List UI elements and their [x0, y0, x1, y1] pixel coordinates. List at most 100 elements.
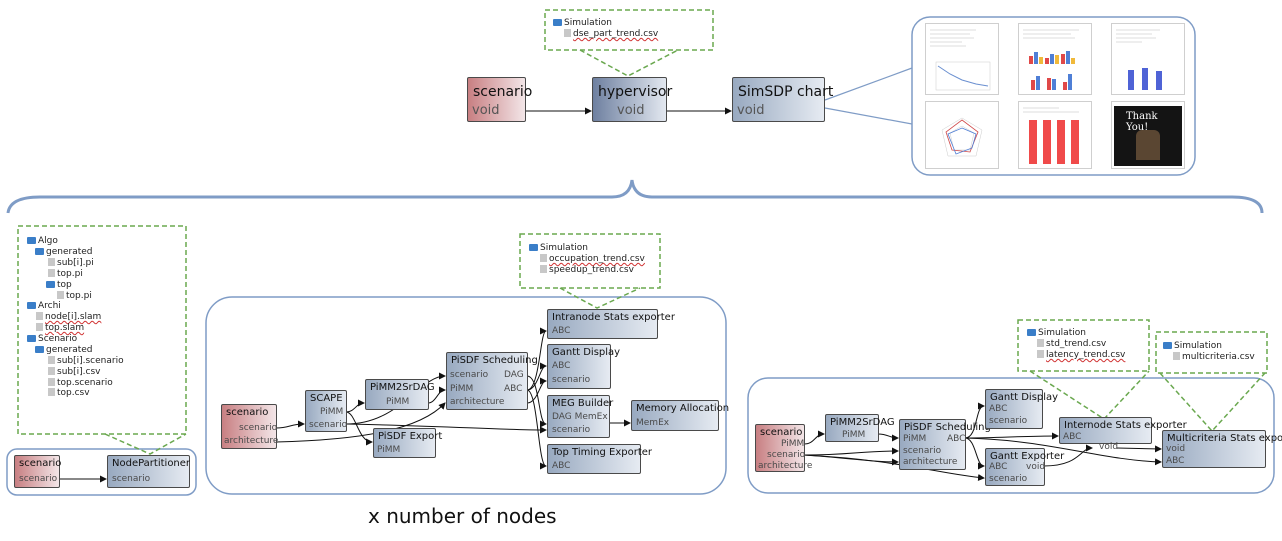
folder-icon [553, 19, 562, 26]
folder-icon [35, 346, 44, 353]
tree-item-file[interactable]: sub[i].pi [48, 258, 94, 269]
preview-thumbnail[interactable] [925, 101, 999, 169]
preview-link-top [824, 67, 913, 101]
bar-chart-thumbnail [1116, 29, 1162, 90]
preview-thumbnail[interactable]: Thank You! [1111, 101, 1185, 169]
tree-item-file[interactable]: top.pi [57, 291, 92, 302]
file-icon [48, 356, 55, 364]
thank-you-slide: Thank You! [1114, 106, 1182, 166]
folder-icon [1027, 329, 1036, 336]
tree-item-folder[interactable]: top [46, 280, 72, 291]
tree-item-folder[interactable]: Simulation [529, 243, 588, 254]
tree-item-folder[interactable]: generated [35, 247, 93, 258]
block-scenario-mid[interactable]: scenario scenario architecture [221, 404, 278, 449]
tree-item-file[interactable]: latency_trend.csv [1037, 350, 1125, 361]
wire [526, 375, 547, 428]
tree-item-folder[interactable]: Simulation [1027, 328, 1086, 339]
preview-thumbnail[interactable] [1111, 23, 1185, 95]
block-simsdp-chart[interactable]: SimSDP chart void [732, 77, 833, 122]
block-pimm2srdag-right[interactable]: PiMM2SrDAG PiMM [825, 414, 895, 442]
block-multicriteria-stats-exporter[interactable]: Multicriteria Stats exporter void ABC [1162, 430, 1282, 468]
wire [877, 433, 899, 442]
tree-item-file[interactable]: occupation_trend.csv [540, 254, 645, 265]
tree-item-file[interactable]: sub[i].csv [48, 367, 100, 378]
block-scenario-left[interactable]: scenario scenario [14, 455, 61, 488]
tree-item-file[interactable]: std_trend.csv [1037, 339, 1106, 350]
block-gantt-exporter[interactable]: Gantt Exporter ABC scenario void [985, 448, 1064, 486]
tree-item-folder[interactable]: Scenario [27, 334, 77, 345]
tree-connector-left [104, 433, 187, 455]
folder-icon [1163, 342, 1172, 349]
tree-connector-top [579, 49, 679, 77]
tree-item-folder[interactable]: Archi [27, 301, 61, 312]
block-top-timing-exporter[interactable]: Top Timing Exporter ABC [547, 444, 652, 474]
block-node-partitioner[interactable]: NodePartitioner scenario [107, 455, 190, 488]
block-scenario-top[interactable]: scenario void [467, 77, 532, 122]
block-pimm2srdag-mid[interactable]: PiMM2SrDAG PiMM [365, 379, 435, 410]
tree-item-file[interactable]: top.pi [48, 269, 83, 280]
tree-item-folder[interactable]: Algo [27, 236, 58, 247]
file-icon [564, 29, 571, 37]
wire [803, 430, 825, 445]
preview-link-bottom [824, 107, 913, 125]
wire [526, 377, 547, 404]
wire [526, 362, 547, 391]
block-pisdf-scheduling-mid[interactable]: PiSDF Scheduling scenario PiMM architect… [446, 352, 538, 410]
block-memory-allocation[interactable]: Memory Allocation MemEx [631, 400, 729, 431]
radar-chart-thumbnail [941, 117, 983, 157]
file-icon [48, 388, 55, 396]
group-brace [6, 179, 1264, 214]
preview-thumbnail[interactable] [925, 23, 999, 95]
file-icon [48, 269, 55, 277]
tree-item-file[interactable]: speedup_trend.csv [540, 265, 634, 276]
block-pisdf-scheduling-right[interactable]: PiSDF Scheduling PiMM scenario architect… [899, 419, 991, 470]
tree-item-file[interactable]: node[i].slam [36, 312, 101, 323]
folder-icon [27, 237, 36, 244]
tree-item-folder[interactable]: generated [35, 345, 93, 356]
wire [1116, 445, 1162, 453]
wire [964, 432, 1059, 440]
tree-item-file[interactable]: multicriteria.csv [1173, 352, 1255, 363]
block-scenario-right[interactable]: scenario PiMM scenario architecture [755, 424, 812, 472]
preview-thumbnail[interactable] [1018, 101, 1092, 169]
block-gantt-display-mid[interactable]: Gantt Display ABC scenario [547, 344, 620, 389]
tree-item-folder[interactable]: Simulation [553, 18, 612, 29]
tree-connector-mid [559, 287, 641, 309]
tree-item-folder[interactable]: Simulation [1163, 341, 1222, 352]
wire [803, 447, 899, 456]
block-scape[interactable]: SCAPE PiMM scenario [305, 390, 347, 432]
file-icon [48, 367, 55, 375]
file-icon [48, 378, 55, 386]
file-icon [1173, 352, 1180, 360]
tree-item-file[interactable]: top.scenario [48, 378, 113, 389]
folder-icon [27, 335, 36, 342]
block-hypervisor[interactable]: hypervisor void [592, 77, 672, 122]
block-internode-stats-exporter[interactable]: Internode Stats exporter ABC [1059, 417, 1187, 444]
tree-item-file[interactable]: dse_part_trend.csv [564, 29, 658, 40]
folder-icon [27, 302, 36, 309]
folder-icon [46, 281, 55, 288]
block-meg-builder[interactable]: MEG Builder DAG MemEx scenario [547, 395, 613, 438]
preview-thumbnail[interactable] [1018, 23, 1092, 95]
wire [964, 437, 985, 470]
bar-chart-thumbnail [1023, 29, 1079, 90]
wire [803, 454, 899, 466]
folder-icon [529, 244, 538, 251]
folder-icon [35, 248, 44, 255]
tree-item-file[interactable]: top.slam [36, 323, 84, 334]
file-icon [48, 258, 55, 266]
file-icon [57, 291, 64, 299]
tree-item-file[interactable]: sub[i].scenario [48, 356, 124, 367]
wire [345, 399, 365, 413]
block-gantt-display-right[interactable]: Gantt Display ABC scenario [985, 389, 1058, 429]
wire [526, 389, 547, 470]
bar-chart-thumbnail [1023, 107, 1079, 164]
file-icon [1037, 350, 1044, 358]
line-chart-thumbnail [930, 29, 991, 91]
wire [275, 420, 305, 429]
person-silhouette-icon [1136, 130, 1160, 160]
block-intranode-stats-exporter[interactable]: Intranode Stats exporter ABC [547, 309, 675, 339]
tree-item-file[interactable]: top.csv [48, 388, 90, 399]
port-label-void: void [1099, 442, 1119, 452]
block-pisdf-export[interactable]: PiSDF Export PiMM [373, 428, 442, 458]
